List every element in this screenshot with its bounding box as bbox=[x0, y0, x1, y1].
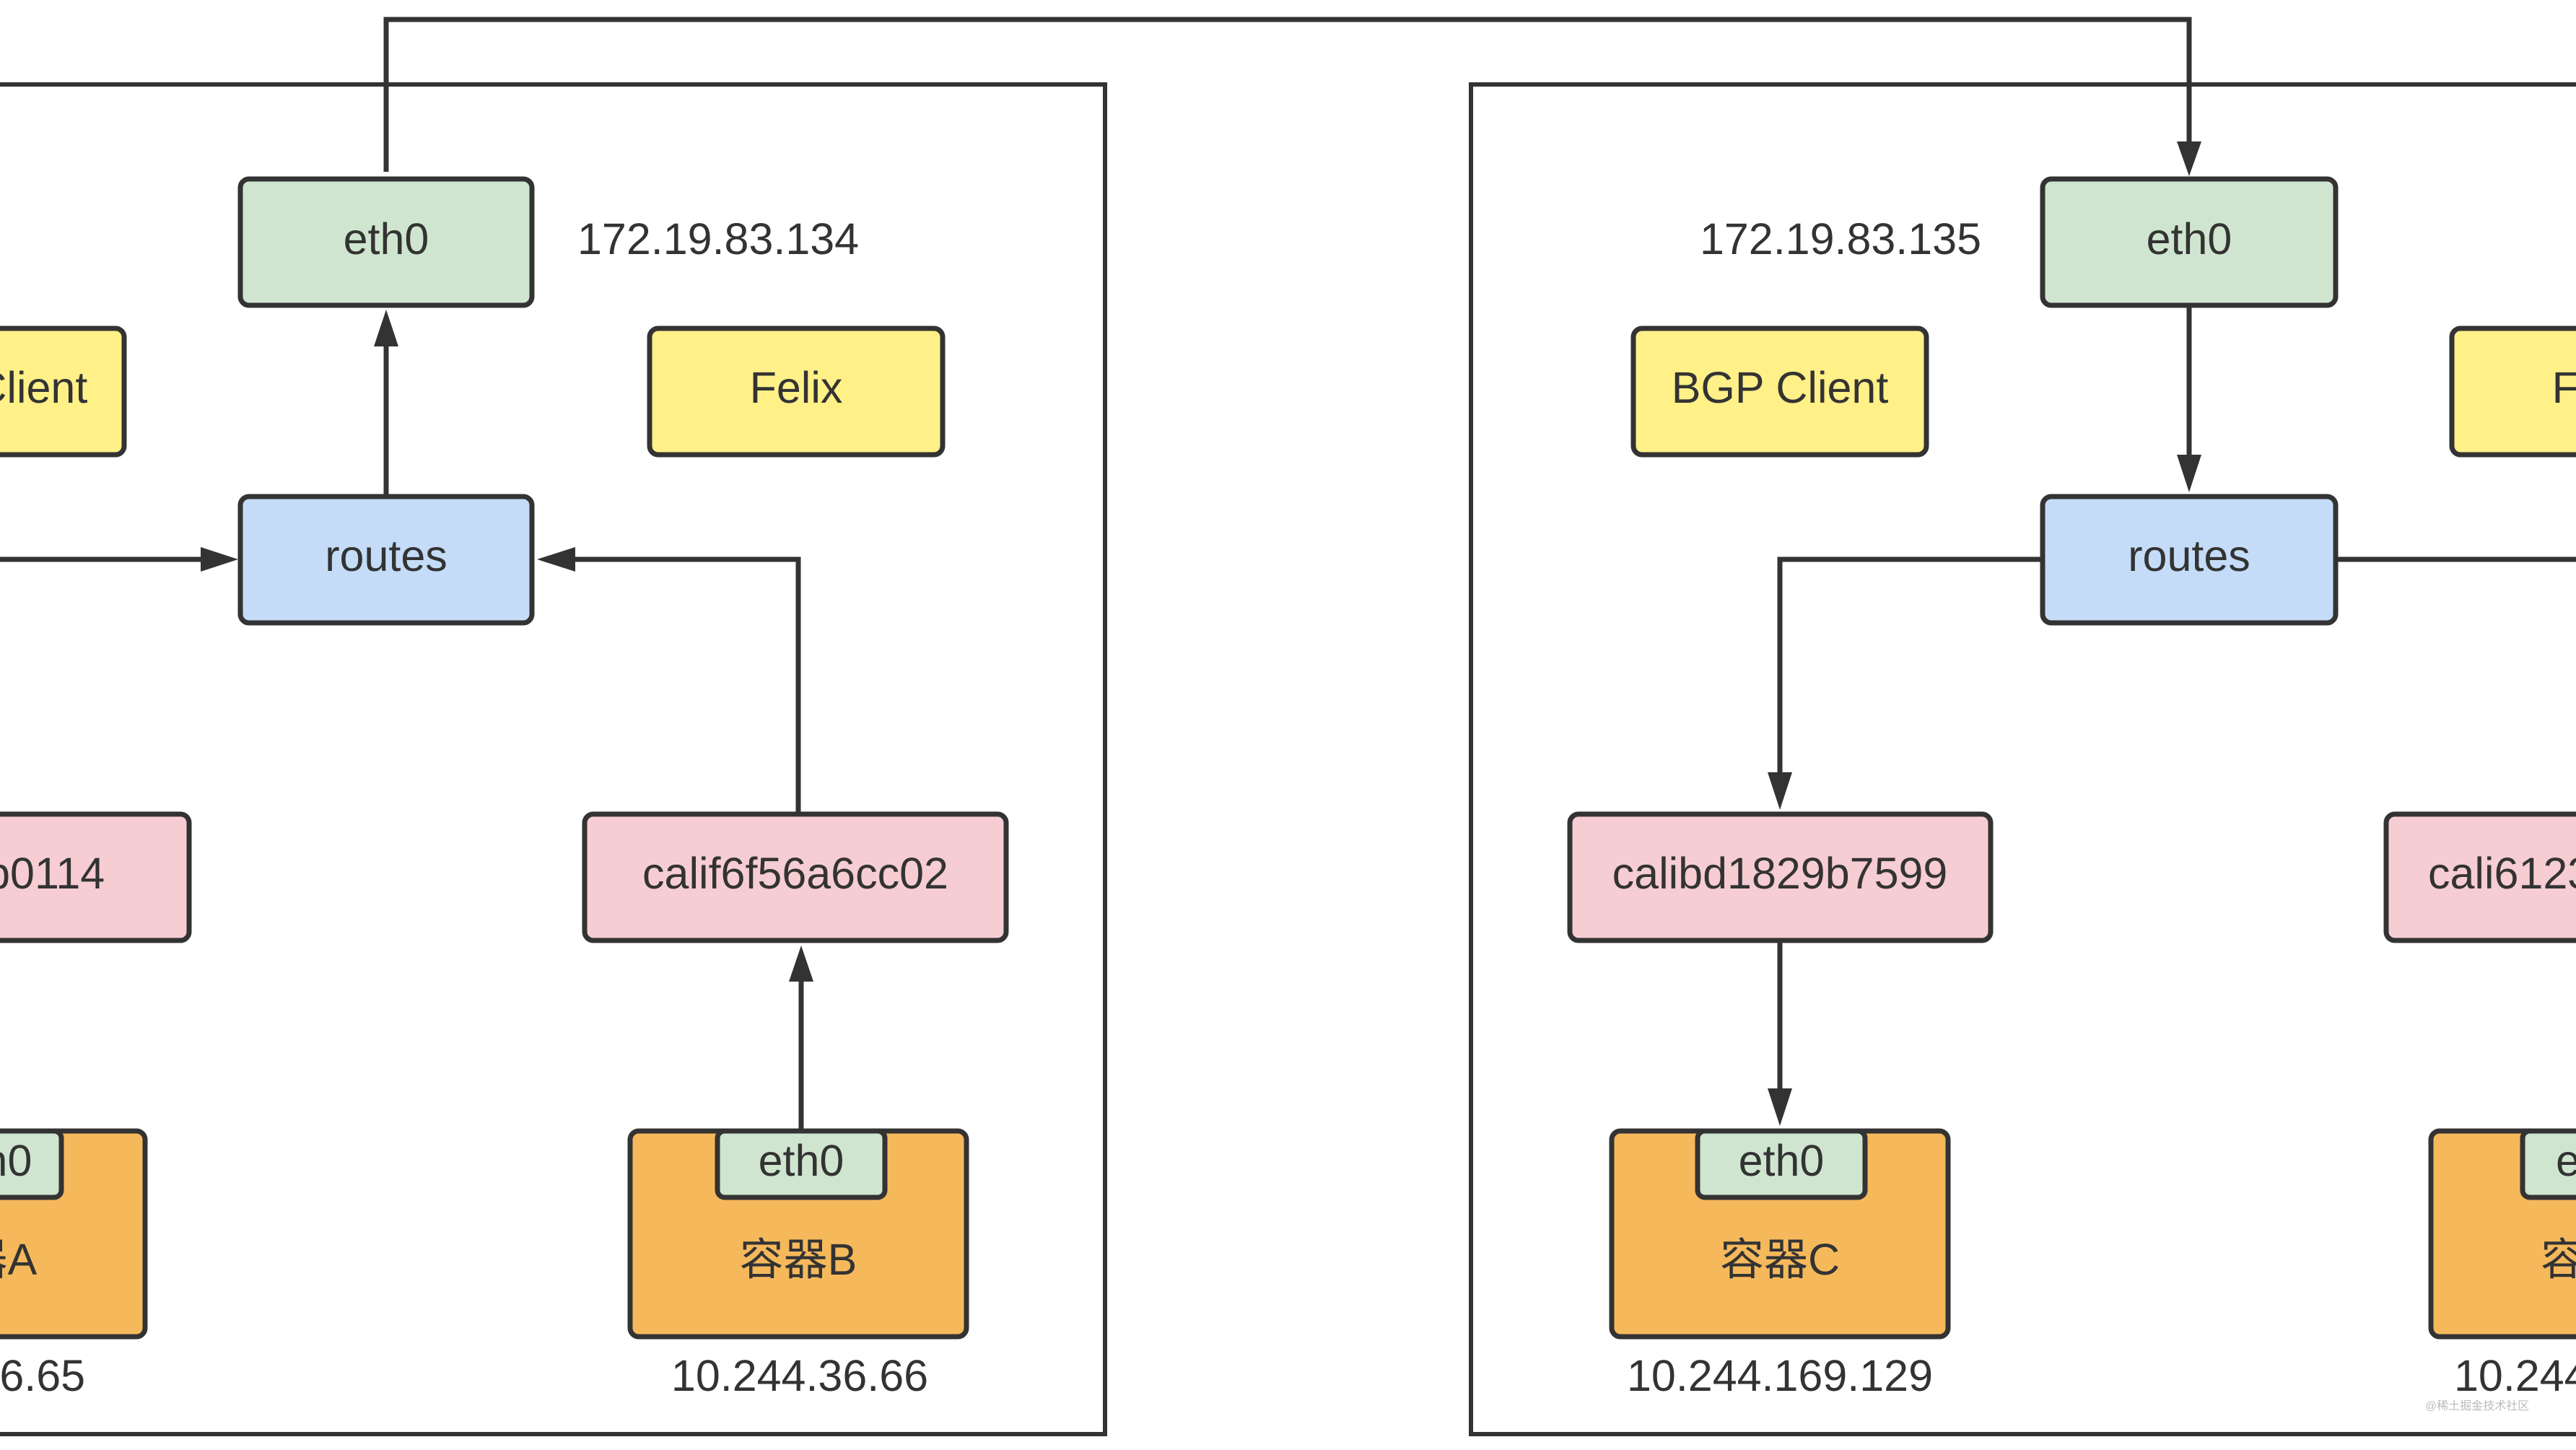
right-container-d-ip: 10.244.169.130 bbox=[2454, 1351, 2576, 1400]
left-host-ip: 172.19.83.134 bbox=[577, 214, 859, 263]
left-iface-a-box bbox=[0, 811, 192, 943]
right-container-c-eth-label: eth0 bbox=[1739, 1136, 1825, 1185]
right-felix-box bbox=[2449, 326, 2576, 458]
left-ifaceB-to-routes bbox=[567, 556, 801, 814]
left-eth0-label: eth0 bbox=[344, 214, 429, 263]
right-felix-label: Felix bbox=[2552, 363, 2576, 412]
right-host-frame bbox=[1469, 82, 2576, 1436]
left-iface-a-label: cali451b0114 bbox=[0, 849, 105, 898]
left-container-a-label: 容器A bbox=[0, 1235, 38, 1284]
left-routes-to-eth0-arrow bbox=[374, 310, 398, 346]
left-eth0-box bbox=[237, 176, 535, 308]
watermark: @稀土掘金技术社区 bbox=[2425, 1399, 2529, 1412]
right-routes-to-ifaceC bbox=[1777, 556, 2043, 779]
right-eth0-label: eth0 bbox=[2147, 214, 2232, 263]
right-ifaceC-to-containerC-arrow bbox=[1768, 1088, 1792, 1126]
left-bgp-client-box bbox=[0, 326, 127, 458]
left-container-b-ip: 10.244.36.66 bbox=[671, 1351, 928, 1400]
right-container-d-eth-label: eth0 bbox=[2556, 1136, 2576, 1185]
left-container-a-eth-label: eth0 bbox=[0, 1136, 32, 1185]
left-iface-b-label: calif6f56a6cc02 bbox=[642, 849, 948, 898]
left-container-a-eth-box bbox=[0, 1128, 64, 1200]
left-container-a-ip: 10.244.36.65 bbox=[0, 1351, 85, 1400]
left-container-b-eth-box bbox=[715, 1128, 888, 1200]
inter-host-link-arrow bbox=[2177, 141, 2201, 176]
right-container-d-label: 容器D bbox=[2541, 1235, 2576, 1284]
right-iface-c-label: calibd1829b7599 bbox=[1612, 849, 1948, 898]
right-container-c-eth-box bbox=[1695, 1128, 1868, 1200]
left-container-b-label: 容器B bbox=[740, 1235, 857, 1284]
left-routes-label: routes bbox=[325, 531, 447, 580]
left-bgp-client-label: BGP Client bbox=[0, 363, 87, 412]
right-routes-label: routes bbox=[2128, 531, 2250, 580]
right-bgp-client-label: BGP Client bbox=[1672, 363, 1889, 412]
left-felix-label: Felix bbox=[750, 363, 843, 412]
right-container-c-label: 容器C bbox=[1720, 1235, 1840, 1284]
inter-host-link bbox=[383, 17, 2192, 172]
left-felix-box bbox=[647, 326, 946, 458]
left-iface-b-box bbox=[582, 811, 1009, 943]
right-host-ip: 172.19.83.135 bbox=[1700, 214, 1981, 263]
left-container-b-eth-label: eth0 bbox=[759, 1136, 844, 1185]
left-containerB-to-ifaceB-arrow bbox=[789, 945, 813, 982]
left-ifaceA-to-routes-arrow bbox=[201, 547, 238, 572]
right-eth0-to-routes-arrow bbox=[2177, 455, 2201, 492]
right-container-d-eth-box bbox=[2520, 1128, 2576, 1200]
right-container-c-ip: 10.244.169.129 bbox=[1627, 1351, 1933, 1400]
right-iface-d-label: cali6123 bbox=[2428, 849, 2576, 898]
left-ifaceB-to-routes-arrow bbox=[537, 547, 575, 572]
right-iface-d-box bbox=[2383, 811, 2576, 943]
right-bgp-client-box bbox=[1630, 326, 1929, 458]
right-routes-to-ifaceC-arrow bbox=[1768, 772, 1792, 810]
left-host-frame bbox=[0, 82, 1107, 1436]
